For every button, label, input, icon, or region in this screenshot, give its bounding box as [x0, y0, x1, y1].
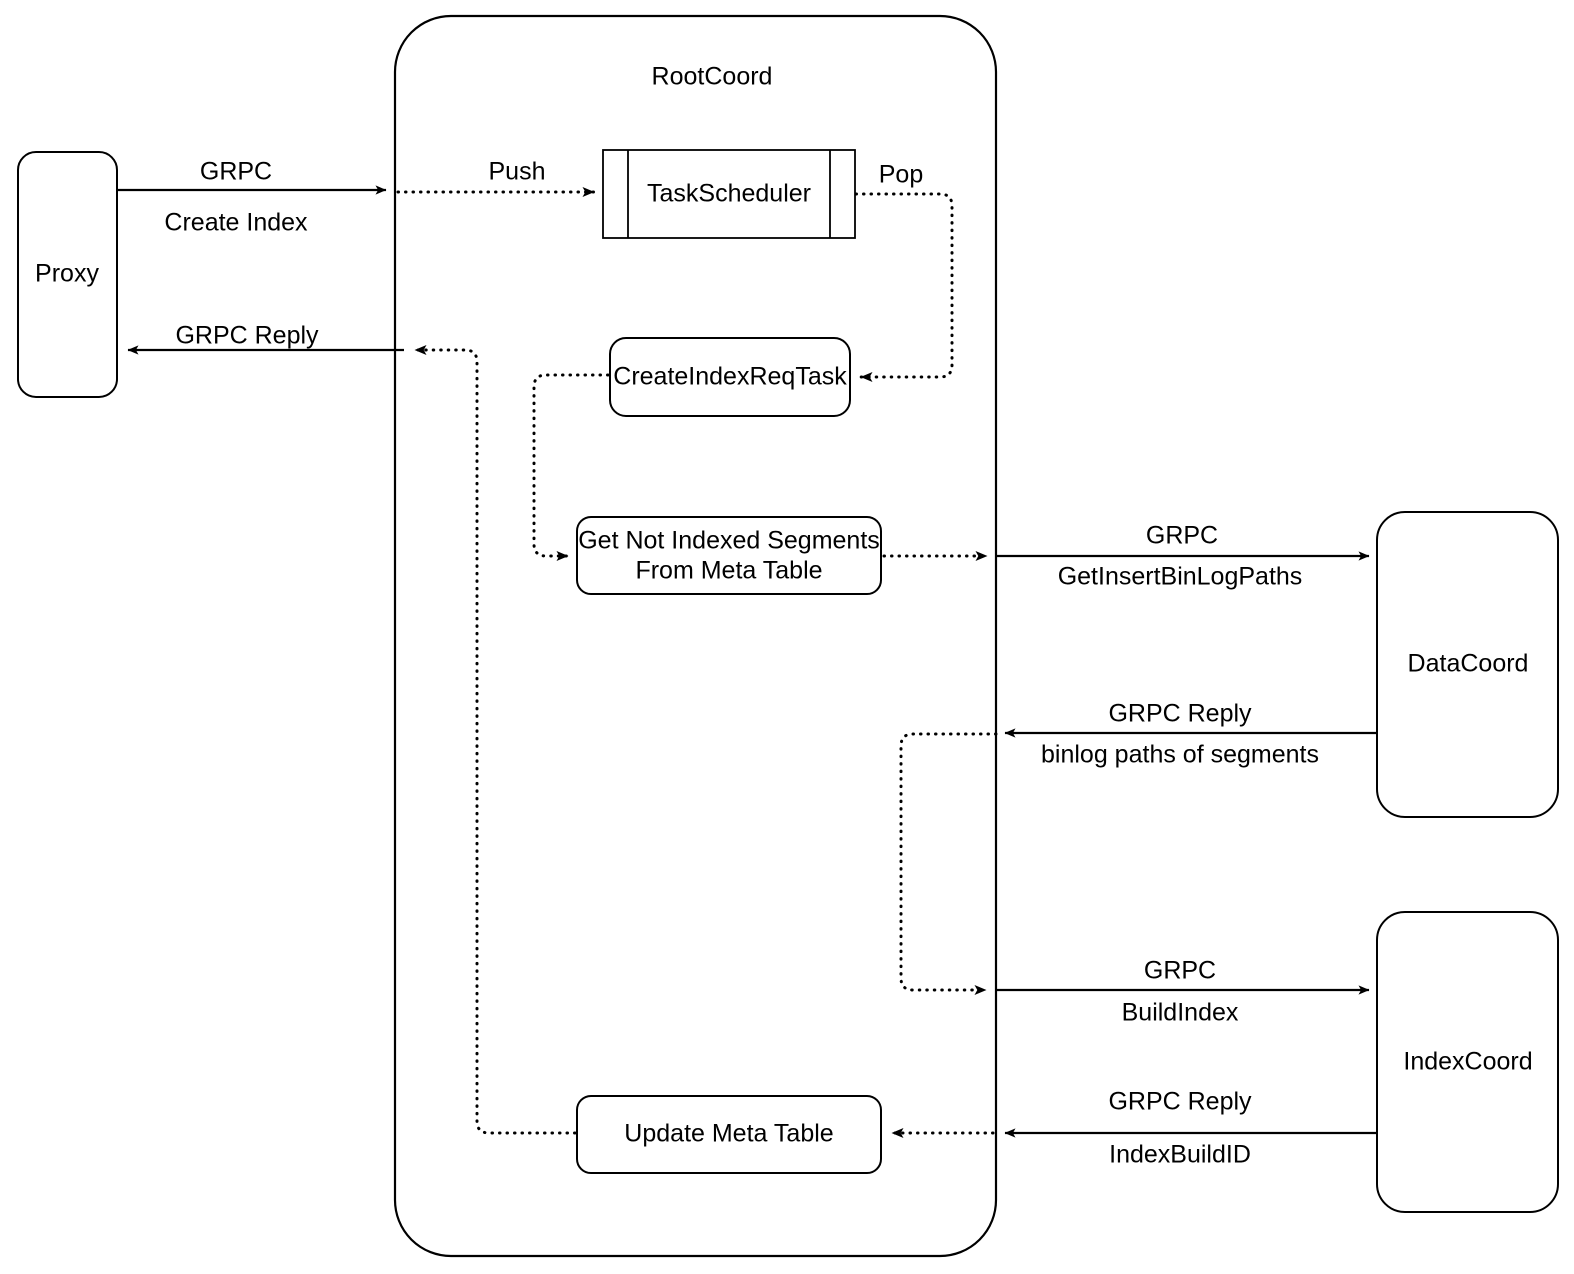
- rootcoord-boundary: [393, 14, 998, 1258]
- node-datacoord[interactable]: DataCoord: [1376, 511, 1559, 818]
- edge-rootcoord-to-proxy-label-top: GRPC Reply: [175, 322, 319, 350]
- edge-task-to-get-segments: [532, 373, 610, 561]
- edge-proxy-to-rootcoord: GRPC Create Index: [118, 158, 387, 237]
- proxy-label: Proxy: [35, 260, 99, 288]
- edge-binlog-to-buildindex: [899, 732, 998, 995]
- edge-proxy-to-rootcoord-label-top: GRPC: [200, 158, 272, 186]
- edge-pop-from-scheduler-label: Pop: [879, 161, 923, 189]
- update-meta-table-box[interactable]: [576, 1095, 882, 1174]
- indexcoord-box[interactable]: [1376, 911, 1559, 1213]
- create-index-req-task-box[interactable]: [609, 337, 851, 417]
- node-indexcoord[interactable]: IndexCoord: [1376, 911, 1559, 1213]
- edge-rootcoord-to-datacoord-label-bottom: GetInsertBinLogPaths: [1058, 563, 1303, 591]
- edge-rootcoord-to-indexcoord: GRPC BuildIndex: [996, 957, 1370, 1027]
- edge-update-meta-to-reply-line: [413, 345, 577, 1135]
- get-not-indexed-segments-label-line1: Get Not Indexed Segments: [578, 527, 880, 555]
- edge-proxy-to-rootcoord-label-bottom: Create Index: [164, 209, 308, 237]
- node-get-not-indexed-segments[interactable]: Get Not Indexed Segments From Meta Table: [576, 516, 882, 595]
- container-rootcoord: RootCoord: [393, 14, 998, 1258]
- edge-pop-from-scheduler: Pop: [854, 161, 954, 382]
- node-task-scheduler[interactable]: TaskScheduler: [602, 149, 856, 239]
- edge-datacoord-to-rootcoord-label-bottom: binlog paths of segments: [1041, 741, 1319, 769]
- edge-binlog-to-buildindex-line: [899, 732, 998, 995]
- rootcoord-label: RootCoord: [652, 63, 773, 91]
- get-not-indexed-segments-box[interactable]: [576, 516, 882, 595]
- edge-rootcoord-to-datacoord-label-top: GRPC: [1146, 522, 1218, 550]
- edge-rootcoord-to-datacoord: GRPC GetInsertBinLogPaths: [996, 522, 1370, 591]
- edge-task-to-get-segments-line: [532, 373, 610, 561]
- edge-update-meta-to-reply: [413, 345, 577, 1135]
- update-meta-table-label: Update Meta Table: [624, 1120, 833, 1148]
- edge-rootcoord-to-proxy: GRPC Reply: [127, 322, 404, 355]
- edge-datacoord-to-rootcoord-label-top: GRPC Reply: [1108, 700, 1252, 728]
- edge-pop-from-scheduler-line: [854, 192, 954, 382]
- node-proxy[interactable]: Proxy: [17, 151, 118, 398]
- edge-push-to-scheduler-label: Push: [489, 158, 546, 186]
- edge-rootcoord-to-indexcoord-label-bottom: BuildIndex: [1122, 999, 1239, 1027]
- datacoord-box[interactable]: [1376, 511, 1559, 818]
- edge-datacoord-to-rootcoord: GRPC Reply binlog paths of segments: [1004, 700, 1377, 769]
- task-scheduler-label: TaskScheduler: [647, 180, 811, 208]
- node-update-meta-table[interactable]: Update Meta Table: [576, 1095, 882, 1174]
- edge-indexcoord-to-rootcoord: GRPC Reply IndexBuildID: [1004, 1088, 1377, 1169]
- indexcoord-label: IndexCoord: [1403, 1048, 1532, 1076]
- edge-rootcoord-to-indexcoord-label-top: GRPC: [1144, 957, 1216, 985]
- node-create-index-req-task[interactable]: CreateIndexReqTask: [609, 337, 851, 417]
- proxy-box[interactable]: [17, 151, 118, 398]
- create-index-req-task-label: CreateIndexReqTask: [613, 363, 847, 391]
- edge-push-to-scheduler: Push: [396, 158, 596, 197]
- edge-indexcoord-to-rootcoord-label-top: GRPC Reply: [1108, 1088, 1252, 1116]
- datacoord-label: DataCoord: [1408, 650, 1529, 678]
- edge-indexcoord-to-rootcoord-label-bottom: IndexBuildID: [1109, 1141, 1251, 1169]
- get-not-indexed-segments-label-line2: From Meta Table: [635, 557, 822, 585]
